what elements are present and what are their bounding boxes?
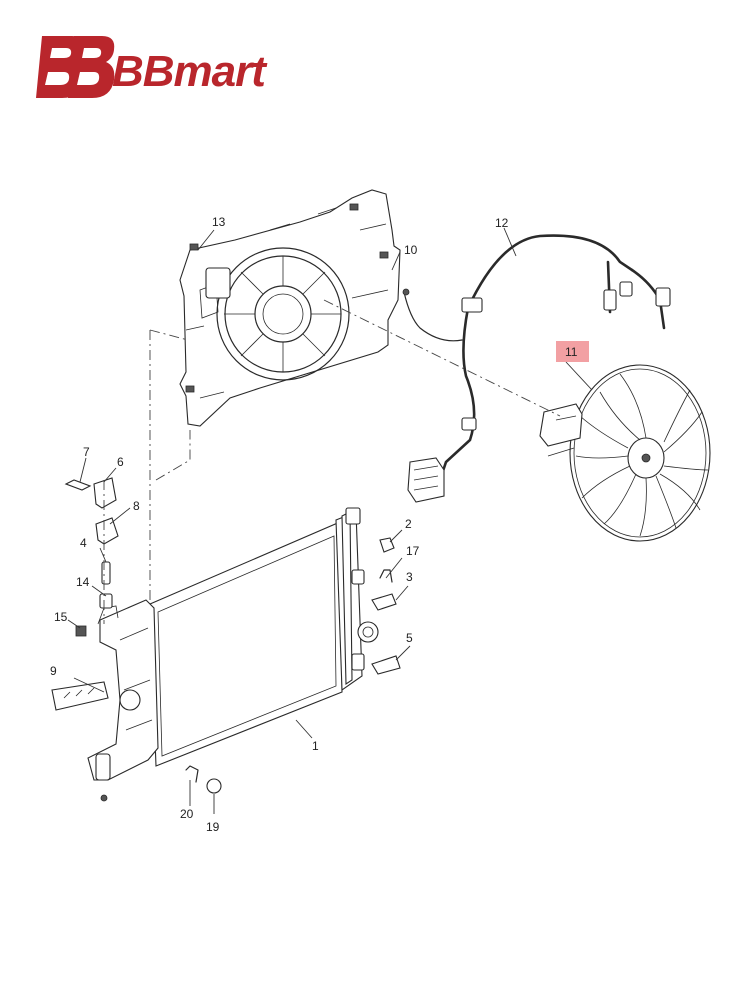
callout-3: 3 bbox=[406, 570, 413, 584]
leader-lines bbox=[67, 227, 593, 814]
wiring-harness bbox=[402, 234, 671, 503]
callout-17: 17 bbox=[406, 544, 420, 558]
callout-13: 13 bbox=[212, 215, 226, 229]
radiator bbox=[87, 507, 379, 802]
brand-logo bbox=[36, 28, 306, 108]
callout-8: 8 bbox=[133, 499, 140, 513]
callout-15: 15 bbox=[54, 610, 68, 624]
callout-12: 12 bbox=[495, 216, 509, 230]
highlight-box-11 bbox=[556, 341, 589, 362]
cooling-fan bbox=[539, 364, 711, 542]
callout-14: 14 bbox=[76, 575, 90, 589]
brand-name: BBmart bbox=[112, 47, 266, 96]
bb-monogram-logo-icon bbox=[36, 36, 115, 98]
callout-7: 7 bbox=[83, 445, 90, 459]
callout-19: 19 bbox=[206, 820, 220, 834]
callout-6: 6 bbox=[117, 455, 124, 469]
callout-labels: 1 2 3 4 5 6 7 8 9 10 11 12 13 14 15 17 1… bbox=[50, 215, 589, 834]
fan-shroud bbox=[179, 189, 401, 427]
callout-2: 2 bbox=[405, 517, 412, 531]
assembly-lines bbox=[103, 299, 561, 624]
callout-9: 9 bbox=[50, 664, 57, 678]
callout-5: 5 bbox=[406, 631, 413, 645]
callout-10: 10 bbox=[404, 243, 418, 257]
small-parts bbox=[51, 477, 401, 794]
callout-20: 20 bbox=[180, 807, 194, 821]
callout-11: 11 bbox=[565, 345, 578, 359]
callout-4: 4 bbox=[80, 536, 87, 550]
callout-1: 1 bbox=[312, 739, 319, 753]
